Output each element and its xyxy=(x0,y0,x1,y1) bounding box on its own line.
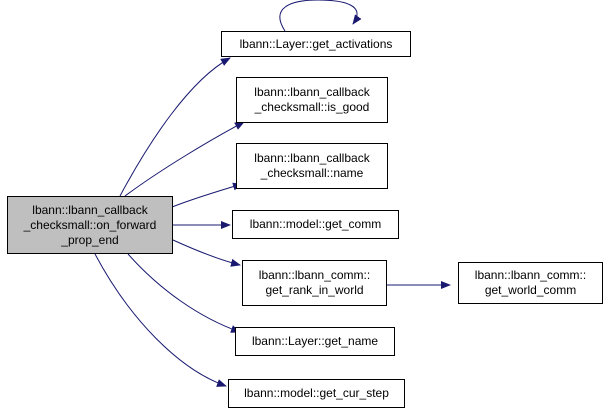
edge-root-to-get-rank xyxy=(172,239,241,267)
node-label-line: lbann::Layer::get_activations xyxy=(239,36,393,51)
node-get-cur-step[interactable]: lbann::model::get_cur_step xyxy=(228,379,405,408)
edge-root-to-name xyxy=(171,182,243,208)
node-on-forward-prop-end[interactable]: lbann::lbann_callback _checksmall::on_fo… xyxy=(7,196,173,254)
node-get-world-comm[interactable]: lbann::lbann_comm:: get_world_comm xyxy=(458,262,603,304)
node-label-line: lbann::lbann_callback xyxy=(254,151,370,165)
edge-root-to-get-name xyxy=(127,253,241,333)
node-label-line: lbann::model::get_comm xyxy=(249,217,382,231)
node-get-activations[interactable]: lbann::Layer::get_activations xyxy=(221,31,411,57)
node-label-line: lbann::lbann_comm:: xyxy=(474,268,587,282)
node-label-line: _prop_end xyxy=(61,232,119,247)
node-label-line: get_world_comm xyxy=(484,283,577,297)
edge-root-to-get-cur-step xyxy=(94,253,227,387)
node-label-line: get_rank_in_world xyxy=(265,283,364,297)
node-get-rank-in-world[interactable]: lbann::lbann_comm:: get_rank_in_world xyxy=(242,260,387,306)
node-get-name[interactable]: lbann::Layer::get_name xyxy=(235,327,395,356)
edge-root-to-get-activations xyxy=(119,57,231,197)
node-label-line: lbann::lbann_callback xyxy=(254,85,370,99)
node-label-line: _checksmall::on_forward xyxy=(23,217,157,232)
node-label-line: lbann::lbann_comm:: xyxy=(258,268,371,282)
node-name[interactable]: lbann::lbann_callback _checksmall::name xyxy=(236,143,388,189)
edge-root-to-is-good xyxy=(124,121,245,197)
node-is-good[interactable]: lbann::lbann_callback _checksmall::is_go… xyxy=(236,77,388,123)
node-label-line: _checksmall::is_good xyxy=(254,100,370,114)
node-get-comm[interactable]: lbann::model::get_comm xyxy=(232,210,399,239)
node-label-line: lbann::model::get_cur_step xyxy=(244,386,389,400)
node-label-line: lbann::Layer::get_name xyxy=(251,334,379,348)
node-label-line: lbann::lbann_callback xyxy=(32,202,148,217)
edge-get-activations-self xyxy=(279,0,362,32)
node-label-line: _checksmall::name xyxy=(260,166,364,180)
